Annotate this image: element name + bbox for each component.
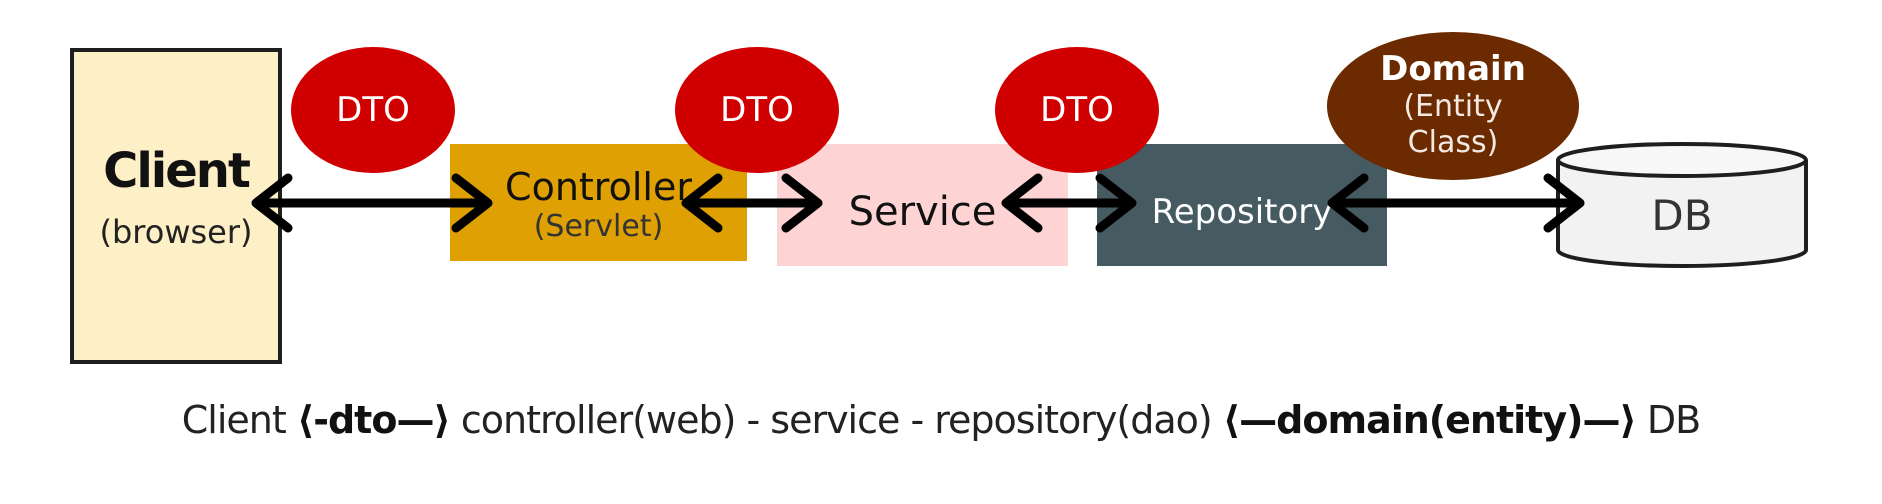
repository-label: Repository (1151, 192, 1333, 232)
dto-badge-label: DTO (720, 90, 794, 130)
client-label: Client (103, 143, 251, 199)
dto-badge-controller-service: DTO (675, 47, 839, 173)
domain-sublabel-line1: (Entity (1403, 89, 1503, 124)
arrow-service-repository (1001, 173, 1137, 233)
flow-caption: Client ⟨-dto—⟩ controller(web) - service… (0, 398, 1882, 442)
db-label: DB (1651, 191, 1712, 240)
domain-sublabel-line2: Class) (1407, 125, 1499, 160)
dto-badge-label: DTO (1040, 90, 1114, 130)
arrow-client-controller (251, 173, 493, 233)
caption-domain-arrow: ⟨—domain(entity)—⟩ (1222, 398, 1637, 442)
arrow-repository-db (1327, 173, 1585, 233)
controller-label: Controller (505, 165, 692, 209)
caption-client: Client (181, 398, 297, 442)
controller-sublabel: (Servlet) (533, 209, 664, 244)
caption-db: DB (1635, 398, 1701, 442)
db-cylinder (1556, 142, 1808, 268)
repository-box: Repository (1097, 144, 1387, 266)
service-label: Service (848, 189, 997, 235)
dto-badge-client-controller: DTO (291, 47, 455, 173)
domain-label: Domain (1380, 49, 1526, 89)
dto-badge-service-repository: DTO (995, 47, 1159, 173)
caption-dto-arrow: ⟨-dto—⟩ (296, 398, 451, 442)
dto-badge-label: DTO (336, 90, 410, 130)
domain-badge: Domain (Entity Class) (1327, 32, 1579, 180)
client-sublabel: (browser) (99, 213, 253, 251)
arrow-controller-service (681, 173, 823, 233)
client-box: Client (browser) (70, 48, 282, 364)
caption-layers: controller(web) - service - repository(d… (449, 398, 1223, 442)
